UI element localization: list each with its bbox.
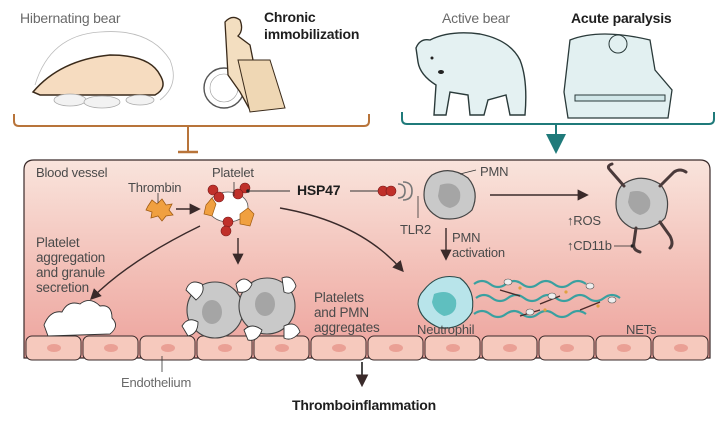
endothelial-nucleus bbox=[275, 344, 289, 352]
wheelchair-patient-illustration bbox=[203, 16, 286, 113]
pmn-cell-icon bbox=[423, 169, 477, 220]
label-hsp47: HSP47 bbox=[297, 182, 341, 198]
endothelial-nucleus bbox=[446, 344, 460, 352]
endothelium-layer bbox=[25, 335, 709, 361]
endothelial-nucleus bbox=[161, 344, 175, 352]
label-nets: NETs bbox=[626, 322, 657, 337]
label-ros: ↑ROS bbox=[567, 213, 601, 228]
thrombin-icon bbox=[145, 193, 201, 222]
endothelial-nucleus bbox=[674, 344, 688, 352]
label-thrombin: Thrombin bbox=[128, 180, 182, 195]
label-cd11b: ↑CD11b bbox=[567, 238, 612, 253]
label-pmn: PMN bbox=[480, 164, 509, 179]
right-bracket bbox=[401, 112, 715, 154]
label-acute-paralysis: Acute paralysis bbox=[571, 10, 672, 26]
label-neutrophil: Neutrophil bbox=[417, 322, 475, 337]
endothelial-nucleus bbox=[104, 344, 118, 352]
active-bear-illustration bbox=[415, 32, 527, 116]
label-hibernating-bear: Hibernating bear bbox=[20, 10, 121, 26]
label-platelets-pmn-aggregates: Platelets and PMN aggregates bbox=[314, 290, 380, 335]
hibernating-bear-illustration bbox=[31, 31, 174, 109]
endothelial-nucleus bbox=[218, 344, 232, 352]
neutrophil-icon bbox=[417, 275, 474, 329]
endothelial-nucleus bbox=[332, 344, 346, 352]
activated-pmn-icon bbox=[606, 162, 688, 254]
endothelial-nucleus bbox=[503, 344, 517, 352]
label-active-bear: Active bear bbox=[442, 10, 510, 26]
label-thromboinflammation: Thromboinflammation bbox=[292, 397, 436, 413]
platelet-pmn-aggregate-icon bbox=[181, 276, 301, 341]
endothelial-nucleus bbox=[47, 344, 61, 352]
label-pmn-activation: PMN activation bbox=[452, 230, 505, 260]
endothelial-nucleus bbox=[560, 344, 574, 352]
label-chronic-immobilization: Chronic immobilization bbox=[264, 9, 360, 42]
platelet-icon bbox=[203, 182, 290, 237]
hospital-bed-illustration bbox=[563, 33, 673, 119]
left-bracket bbox=[13, 114, 370, 154]
nets-icon bbox=[473, 278, 621, 319]
label-tlr2: TLR2 bbox=[400, 222, 431, 237]
endothelial-nucleus bbox=[389, 344, 403, 352]
label-blood-vessel: Blood vessel bbox=[36, 165, 108, 180]
platelet-aggregate-icon bbox=[43, 300, 116, 337]
label-platelet-aggregation: Platelet aggregation and granule secreti… bbox=[36, 235, 106, 295]
label-platelet: Platelet bbox=[212, 165, 254, 180]
hsp47-bound-icon bbox=[377, 185, 397, 197]
tlr2-receptor-icon bbox=[397, 181, 413, 201]
label-endothelium: Endothelium bbox=[121, 375, 192, 390]
hsp47-molecule bbox=[207, 182, 251, 237]
endothelial-nucleus bbox=[617, 344, 631, 352]
